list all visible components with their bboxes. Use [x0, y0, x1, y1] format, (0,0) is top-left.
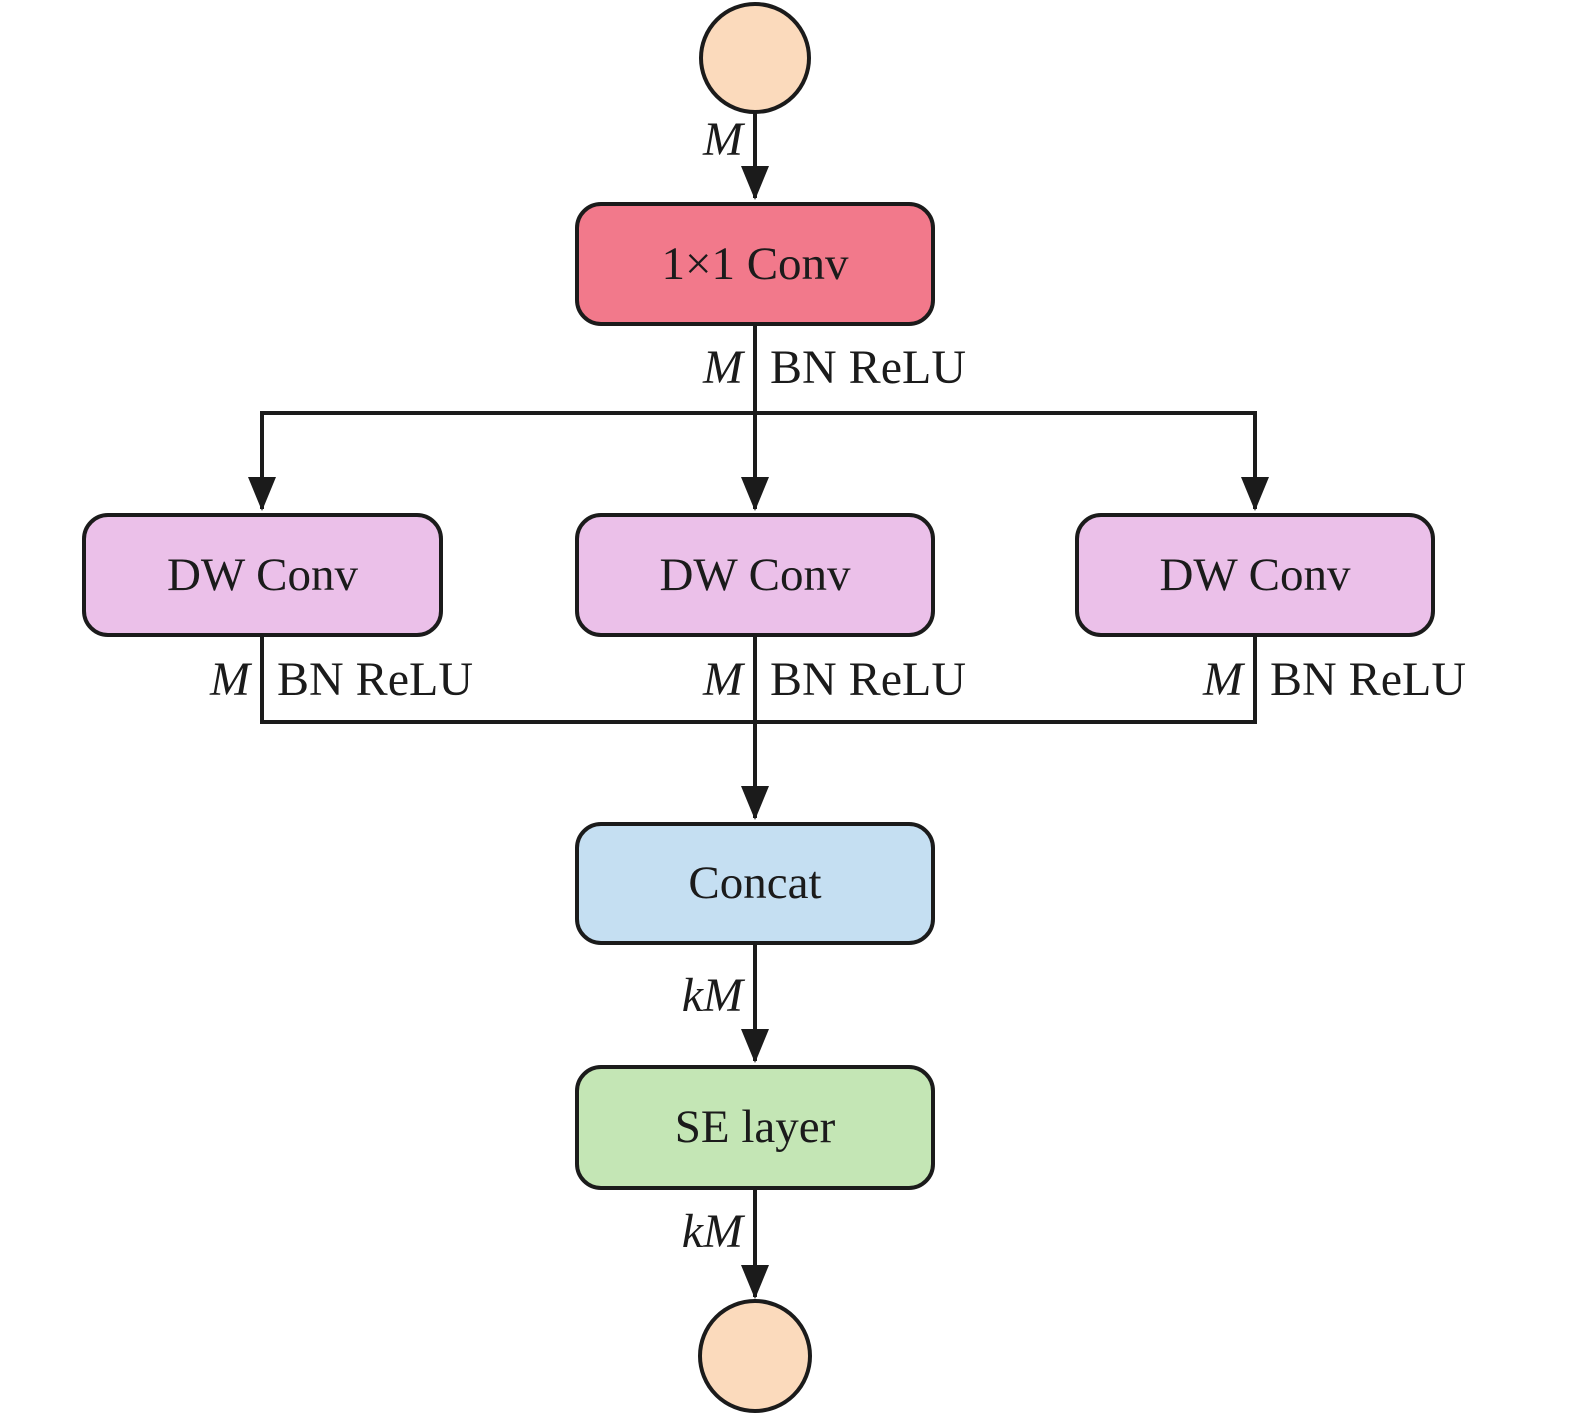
- input-terminal-circle: [699, 2, 811, 114]
- edge-label-dw-right-ops: BN ReLU: [1270, 653, 1466, 706]
- edge-label-dw-left-channels: M: [210, 653, 250, 706]
- edge-label-dw-right-channels: M: [1203, 653, 1243, 706]
- edge-label-concat-channels: kM: [681, 969, 743, 1022]
- edge-label-dw-center-ops: BN ReLU: [770, 653, 966, 706]
- node-1x1-conv: 1×1 Conv: [575, 202, 935, 326]
- edge-label-se-channels: kM: [681, 1205, 743, 1258]
- node-dw-conv-right: DW Conv: [1075, 513, 1435, 637]
- edge-label-dw-center-channels: M: [703, 653, 743, 706]
- node-dw-conv-center: DW Conv: [575, 513, 935, 637]
- output-terminal-circle: [698, 1299, 812, 1413]
- edge-label-conv-channels: M: [703, 341, 743, 394]
- edge-label-conv-ops: BN ReLU: [770, 341, 966, 394]
- node-se-layer: SE layer: [575, 1065, 935, 1190]
- edge-label-dw-left-ops: BN ReLU: [277, 653, 473, 706]
- node-concat: Concat: [575, 822, 935, 945]
- edge-label-input-channels: M: [703, 113, 743, 166]
- node-dw-conv-left: DW Conv: [82, 513, 443, 637]
